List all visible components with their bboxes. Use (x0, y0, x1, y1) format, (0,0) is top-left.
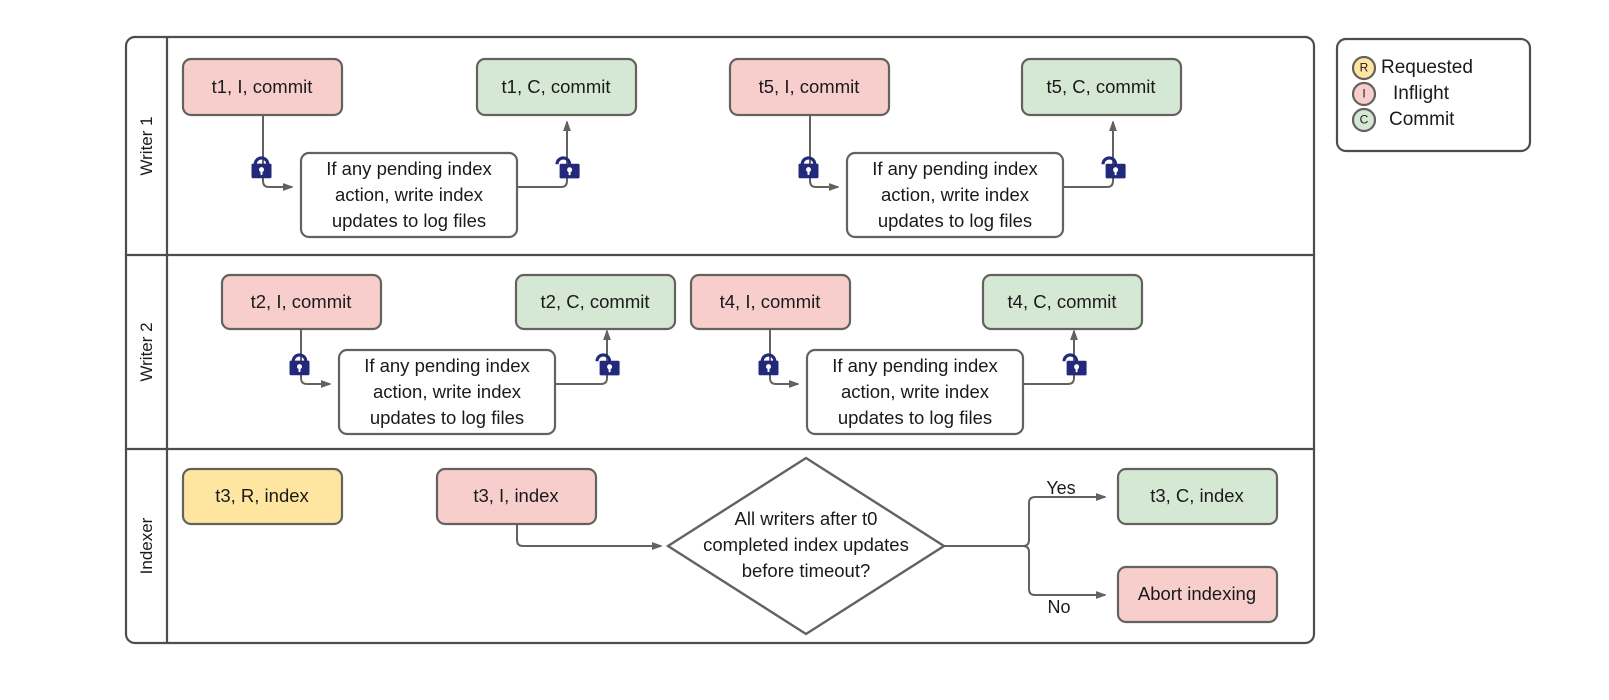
node-w1-t5-inflight[interactable] (728, 57, 891, 117)
node-w1-t1-inflight[interactable] (181, 57, 344, 117)
node-indexer-abort-label: Abort indexing (1138, 583, 1256, 604)
lane-label-indexer-text: Indexer (137, 517, 156, 574)
legend-badge-commit-icon (1351, 107, 1377, 133)
node-indexer-decision-line2: completed index updates (703, 534, 909, 555)
lane-label-writer-1: Writer 1 (137, 116, 156, 175)
lock-closed-icon (798, 156, 819, 179)
node-indexer-t3-inflight-label: t3, I, index (473, 485, 559, 506)
edge-w2-process-to-t2-commit (556, 329, 611, 385)
node-w2-process-a-line3: updates to log files (370, 407, 524, 428)
edge-w2-t4-to-process (769, 329, 800, 388)
node-w2-process-b-line3: updates to log files (838, 407, 992, 428)
node-w1-t5-commit[interactable] (1020, 57, 1183, 117)
node-w2-t2-commit-label: t2, C, commit (541, 291, 650, 312)
node-w1-process-b-line2: action, write index (881, 184, 1030, 205)
node-w1-t5-inflight-label: t5, I, commit (759, 76, 860, 97)
legend-item-commit: C Commit (1351, 107, 1455, 133)
node-indexer-t3-commit-label: t3, C, index (1150, 485, 1244, 506)
lane-label-writer-1-text: Writer 1 (137, 116, 156, 175)
lock-closed-icon (289, 353, 310, 376)
node-w2-t4-inflight[interactable] (689, 273, 852, 331)
node-w2-process-b-line2: action, write index (841, 381, 990, 402)
node-indexer-t3-inflight[interactable] (435, 467, 598, 526)
swimlane-container (124, 35, 1316, 645)
lane-label-writer-2: Writer 2 (137, 322, 156, 381)
edge-label-yes: Yes (1046, 478, 1075, 498)
node-w1-process-a-line3: updates to log files (332, 210, 486, 231)
edge-decision-no (1022, 545, 1107, 599)
edge-w2-process-to-t4-commit (1023, 329, 1078, 385)
edge-w1-process-to-t5-commit (1063, 120, 1117, 188)
edge-w1-t1-to-process (262, 115, 294, 191)
node-indexer-decision[interactable] (665, 456, 947, 636)
node-w1-t1-commit-label: t1, C, commit (502, 76, 611, 97)
node-w2-process-b[interactable] (805, 348, 1025, 436)
legend-badge-inflight-letter: I (1362, 87, 1365, 101)
legend-label-requested: Requested (1381, 57, 1473, 78)
node-w2-process-a-line2: action, write index (373, 381, 522, 402)
legend-badge-inflight-icon (1351, 81, 1377, 107)
node-indexer-decision-line1: All writers after t0 (735, 508, 878, 529)
legend: R Requested I Inflight C Commit (1335, 37, 1532, 153)
swimlane-outer-border (124, 35, 1316, 645)
node-w1-process-a-line2: action, write index (335, 184, 484, 205)
node-w2-t4-commit-label: t4, C, commit (1008, 291, 1117, 312)
edge-label-no: No (1047, 597, 1070, 617)
node-indexer-t3-requested-label: t3, R, index (215, 485, 309, 506)
node-w2-t4-inflight-label: t4, I, commit (720, 291, 821, 312)
legend-item-requested: R Requested (1351, 55, 1473, 81)
lock-closed-icon (758, 353, 779, 376)
node-w2-process-a[interactable] (337, 348, 557, 436)
edge-indexer-inflight-to-decision (516, 524, 663, 550)
legend-label-commit: Commit (1389, 109, 1455, 130)
node-w1-process-a[interactable] (299, 151, 519, 239)
node-w1-t5-commit-label: t5, C, commit (1047, 76, 1156, 97)
node-w1-t1-inflight-label: t1, I, commit (212, 76, 313, 97)
node-w2-process-b-line1: If any pending index (832, 355, 998, 376)
node-w1-process-b-line3: updates to log files (878, 210, 1032, 231)
lane-label-writer-2-text: Writer 2 (137, 322, 156, 381)
legend-badge-requested-letter: R (1360, 61, 1369, 75)
node-w1-process-a-line1: If any pending index (326, 158, 492, 179)
node-w1-t1-commit[interactable] (475, 57, 638, 117)
lock-open-icon (1062, 353, 1087, 376)
node-w1-process-b[interactable] (845, 151, 1065, 239)
legend-badge-commit-letter: C (1360, 113, 1369, 127)
edge-decision-yes (1022, 493, 1107, 547)
node-indexer-t3-requested[interactable] (181, 467, 344, 526)
node-w2-t2-inflight[interactable] (220, 273, 383, 331)
edge-w2-t2-to-process (300, 329, 332, 388)
node-indexer-t3-commit[interactable] (1116, 467, 1279, 526)
legend-item-inflight: I Inflight (1351, 81, 1450, 107)
lane-label-indexer: Indexer (137, 517, 156, 574)
node-w2-t2-commit[interactable] (514, 273, 677, 331)
edge-w1-t5-to-process (809, 115, 840, 191)
node-w2-process-a-line1: If any pending index (364, 355, 530, 376)
node-w2-t2-inflight-label: t2, I, commit (251, 291, 352, 312)
lock-open-icon (595, 353, 620, 376)
node-indexer-abort[interactable] (1116, 565, 1279, 624)
legend-badge-requested-icon (1351, 55, 1377, 81)
lock-open-icon (1101, 156, 1126, 179)
edge-w1-process-to-t1-commit (517, 120, 571, 188)
node-indexer-decision-line3: before timeout? (742, 560, 871, 581)
node-w2-t4-commit[interactable] (981, 273, 1144, 331)
legend-border (1335, 37, 1532, 153)
lock-open-icon (555, 156, 580, 179)
lock-closed-icon (251, 156, 272, 179)
node-w1-process-b-line1: If any pending index (872, 158, 1038, 179)
legend-label-inflight: Inflight (1393, 83, 1450, 104)
